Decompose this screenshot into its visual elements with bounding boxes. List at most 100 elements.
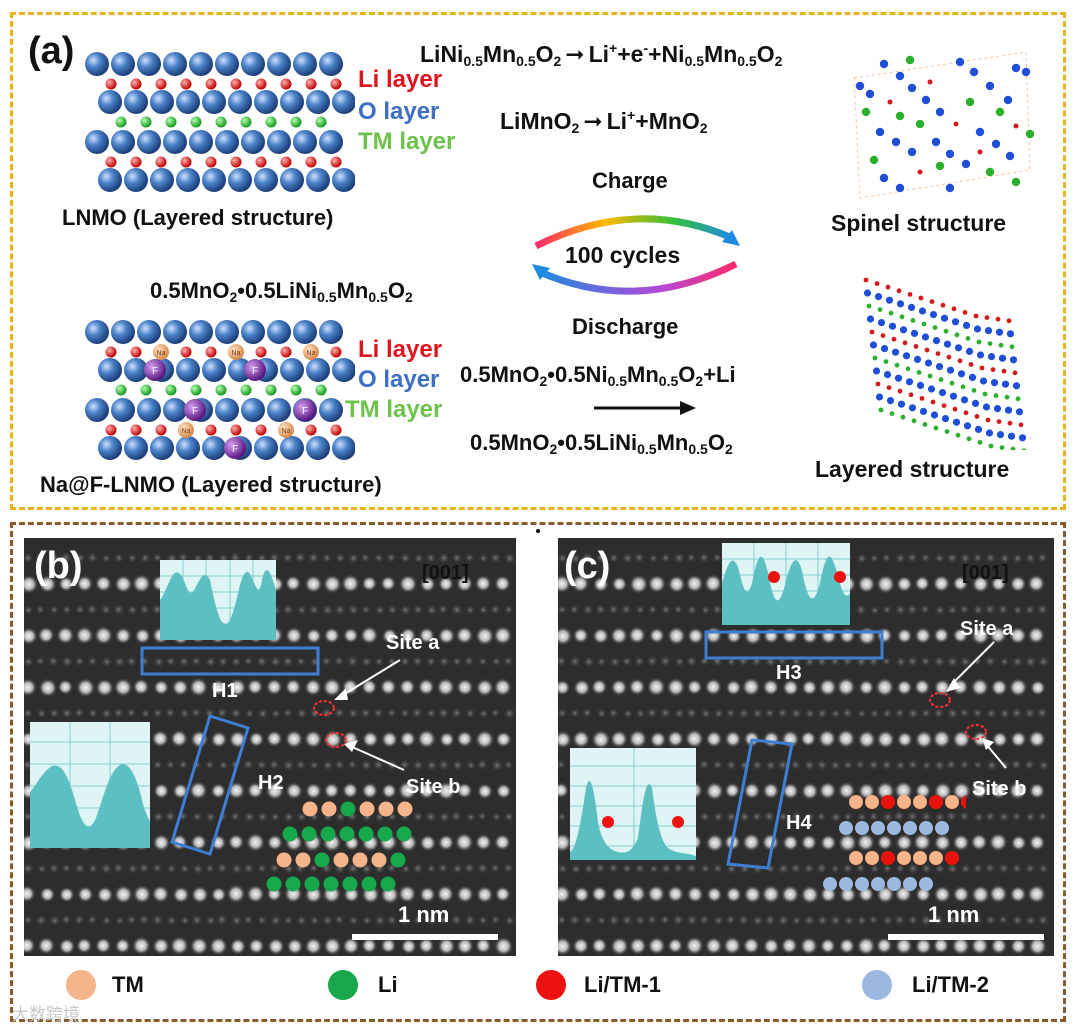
lattice-column: [151, 729, 170, 748]
layered-atom: [965, 347, 974, 355]
lattice-column: [190, 885, 210, 904]
layered-atom: [993, 405, 1002, 413]
lattice-column: [609, 656, 621, 668]
lattice-column: [896, 679, 913, 696]
layered-atom: [990, 379, 999, 387]
lattice-column: [830, 863, 841, 874]
lattice-column: [633, 551, 646, 564]
lattice-column: [836, 677, 856, 697]
layered-atom: [940, 302, 946, 308]
lattice-column: [818, 781, 837, 800]
oxygen-atom: [280, 168, 304, 192]
lattice-column: [503, 759, 514, 770]
lattice-column: [307, 603, 321, 616]
lattice-column: [569, 708, 581, 719]
tm-atom: [315, 116, 327, 128]
lattice-column: [789, 758, 802, 771]
lithium-atom: [305, 156, 317, 168]
lattice-column: [256, 810, 269, 824]
lattice-column: [742, 936, 761, 955]
lattice-column: [417, 678, 436, 696]
lattice-column: [875, 729, 896, 749]
spinel-atom: [1011, 177, 1021, 187]
atom-symbol: F: [152, 366, 158, 377]
reaction-2: LiMnO2➞Li++MnO2: [500, 107, 708, 136]
lattice-column: [672, 913, 685, 926]
lattice-column: [322, 936, 342, 956]
layered-atom: [924, 347, 930, 353]
lattice-column: [868, 811, 879, 822]
overlay-atom-b: [390, 852, 406, 868]
lattice-column: [970, 677, 990, 697]
lattice-column: [281, 655, 295, 668]
lithium-atom: [205, 78, 217, 90]
oxygen-atom: [189, 130, 213, 154]
lattice-column: [816, 914, 829, 927]
fluorine-atom: [294, 399, 316, 421]
lattice-column: [906, 551, 918, 564]
lattice-column: [75, 937, 93, 954]
lattice-column: [594, 603, 607, 616]
lattice-column: [634, 604, 646, 616]
lattice-column: [985, 914, 997, 926]
layered-atom: [866, 315, 875, 323]
lattice-column: [882, 708, 893, 719]
h3-profile-inset: [722, 543, 850, 625]
lattice-column: [73, 707, 85, 719]
lattice-column: [229, 810, 241, 822]
lattice-column: [868, 914, 879, 926]
oxygen-atom: [332, 436, 355, 460]
lattice-column: [646, 677, 667, 697]
lattice-column: [381, 627, 398, 645]
lattice-column: [946, 707, 960, 720]
lattice-column: [437, 862, 449, 874]
spinel-atom: [1013, 123, 1019, 129]
lattice-column: [881, 914, 894, 927]
layered-atom: [874, 281, 880, 286]
layered-atom: [930, 411, 939, 419]
lattice-column: [558, 914, 568, 926]
layered-atom: [996, 419, 1002, 424]
lattice-column: [946, 655, 960, 669]
lattice-column: [857, 574, 876, 594]
lattice-column: [836, 728, 856, 749]
h1-label: H1: [212, 680, 238, 702]
sodium-atom: [153, 344, 169, 360]
lattice-column: [138, 603, 151, 616]
lattice-column: [478, 708, 489, 719]
lattice-column: [558, 884, 572, 904]
lattice-column: [724, 914, 737, 926]
lattice-column: [817, 728, 837, 749]
lattice-column: [303, 678, 323, 697]
lattice-column: [705, 730, 723, 748]
lattice-column: [876, 834, 894, 851]
overlay-atom-c: [871, 821, 885, 835]
layered-atom: [863, 277, 869, 283]
overlay-atom-b: [320, 826, 336, 842]
lattice-column: [437, 575, 455, 592]
lithium-atom: [230, 156, 242, 168]
oxygen-atom: [163, 398, 187, 422]
lattice-column: [476, 758, 489, 771]
layered-atom: [944, 429, 950, 434]
layered-atom: [891, 336, 897, 342]
lattice-column: [215, 913, 229, 926]
layered-atom: [1007, 432, 1016, 440]
lattice-column: [609, 626, 629, 645]
lattice-column: [229, 937, 247, 955]
legend-li-tm-2-label: Li/TM-2: [912, 972, 989, 997]
layered-atom: [974, 414, 980, 419]
reaction-1: LiNi0.5Mn0.5O2➞Li++e-+Ni0.5Mn0.5O2: [420, 40, 783, 69]
lattice-column: [462, 861, 476, 875]
lattice-column: [830, 708, 842, 719]
layered-atom: [943, 340, 952, 348]
layered-atom: [896, 288, 902, 294]
lithium-atom: [105, 424, 117, 436]
lattice-column: [454, 832, 474, 852]
lattice-column: [1009, 575, 1027, 593]
lattice-column: [803, 862, 816, 875]
layered-atom: [954, 332, 960, 338]
reaction-3-top: 0.5MnO2•0.5Ni0.5Mn0.5O2+Li: [460, 362, 736, 389]
oxygen-atom: [202, 90, 226, 114]
layered-atom: [913, 344, 919, 349]
